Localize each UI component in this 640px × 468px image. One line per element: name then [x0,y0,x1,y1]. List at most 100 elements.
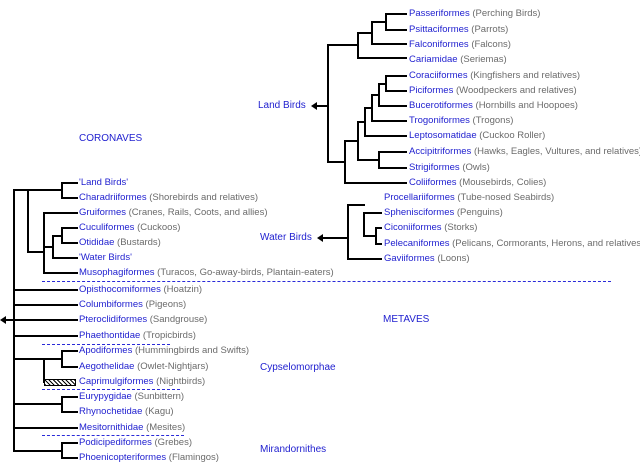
common-name: (Perching Birds) [472,8,541,19]
land-taxon-row: Coraciiformes (Kingfishers and relatives… [409,70,580,82]
taxon-name: Musophagiformes [79,267,155,278]
taxon-name: Cuculiformes [79,222,135,233]
common-name: (Cranes, Rails, Coots, and allies) [128,207,268,218]
taxon-row: Gruiformes (Cranes, Rails, Coots, and al… [79,207,267,219]
land-taxon-row: Coliiformes (Mousebirds, Colies) [409,177,546,189]
taxon-name: 'Water Birds' [79,252,132,263]
taxon-row: Apodiformes (Hummingbirds and Swifts) [79,345,249,357]
taxon-name: Pelecaniformes [384,238,450,249]
common-name: (Turacos, Go-away-birds, Plantain-eaters… [157,267,334,278]
taxon-name: Leptosomatidae [409,130,477,141]
taxon-name: Falconiformes [409,39,469,50]
taxon-name: Piciformes [409,85,454,96]
taxon-name: Psittaciformes [409,24,469,35]
common-name: (Mousebirds, Colies) [459,177,547,188]
common-name: (Storks) [444,222,478,233]
land-taxon-row: Passeriformes (Perching Birds) [409,8,540,20]
cypselomorphae-label: Cypselomorphae [260,362,336,373]
taxon-name: 'Land Birds' [79,177,129,188]
taxon-row: Musophagiformes (Turacos, Go-away-birds,… [79,267,334,279]
taxon-name: Charadriiformes [79,192,147,203]
common-name: (Kagu) [145,406,174,417]
taxon-row: 'Land Birds' [79,177,128,189]
taxon-name: Phoenicopteriformes [79,452,167,463]
mirandornithes-divider [42,435,184,436]
common-name: (Owlet-Nightjars) [137,361,209,372]
taxon-name: Eurypygidae [79,391,132,402]
taxon-name: Strigiformes [409,162,460,173]
land-birds-group-label: Land Birds [258,100,306,111]
taxon-name: Passeriformes [409,8,470,19]
common-name: (Cuckoos) [137,222,181,233]
taxon-name: Coliiformes [409,177,457,188]
taxon-name: Gaviiformes [384,253,435,264]
common-name: (Trogons) [472,115,514,126]
common-name: (Penguins) [456,207,503,218]
taxon-row: Podicipediformes (Grebes) [79,437,192,449]
common-name: (Hornbills and Hoopoes) [475,100,578,111]
land-taxon-row: Psittaciformes (Parrots) [409,24,508,36]
mirandornithes-label: Mirandornithes [260,444,327,455]
hatched-branch [44,379,76,386]
common-name: (Hawks, Eagles, Vultures, and relatives) [473,146,640,157]
taxon-name: Phaethontidae [79,330,141,341]
taxon-row: Pteroclidiformes (Sandgrouse) [79,314,207,326]
land-taxon-row: Leptosomatidae (Cuckoo Roller) [409,130,545,142]
taxon-row: Mesitornithidae (Mesites) [79,422,185,434]
taxon-name: Pteroclidiformes [79,314,148,325]
land-taxon-row: Piciformes (Woodpeckers and relatives) [409,85,577,97]
taxon-name: Ciconiiformes [384,222,442,233]
taxon-name: Cariamidae [409,54,458,65]
coronaves-label: CORONAVES [79,133,143,144]
common-name: (Bustards) [117,237,161,248]
cypselomorphae-end-divider [42,389,180,390]
common-name: (Loons) [437,253,470,264]
taxon-name: Aegothelidae [79,361,135,372]
taxon-row: Columbiformes (Pigeons) [79,299,186,311]
taxon-name: Accipitriformes [409,146,472,157]
taxon-name: Procellariiformes [384,192,455,203]
taxon-name: Otididae [79,237,115,248]
common-name: (Shorebirds and relatives) [149,192,258,203]
common-name: (Pigeons) [145,299,187,310]
metaves-divider [42,281,611,282]
common-name: (Hummingbirds and Swifts) [134,345,250,356]
land-taxon-row: Trogoniformes (Trogons) [409,115,513,127]
common-name: (Sandgrouse) [149,314,208,325]
land-taxon-row: Cariamidae (Seriemas) [409,54,507,66]
taxon-name: Trogoniformes [409,115,470,126]
water-taxon-row: Gaviiformes (Loons) [384,253,470,265]
common-name: (Owls) [462,162,490,173]
taxon-name: Coraciiformes [409,70,468,81]
taxon-name: Caprimulgiformes [79,376,154,387]
common-name: (Cuckoo Roller) [479,130,546,141]
taxon-name: Bucerotiformes [409,100,473,111]
metaves-label: METAVES [383,314,430,325]
taxon-name: Opisthocomiformes [79,284,161,295]
taxon-row: Eurypygidae (Sunbittern) [79,391,184,403]
taxon-row: Opisthocomiformes (Hoatzin) [79,284,202,296]
taxon-row: Phoenicopteriformes (Flamingos) [79,452,219,464]
taxon-row: Otididae (Bustards) [79,237,161,249]
land-birds-arrow-icon [311,102,317,110]
water-birds-group-label: Water Birds [260,232,312,243]
taxon-row: Aegothelidae (Owlet-Nightjars) [79,361,208,373]
water-birds-arrow-icon [317,234,323,242]
common-name: (Pelicans, Cormorants, Herons, and relat… [452,238,640,249]
common-name: (Hoatzin) [163,284,203,295]
common-name: (Woodpeckers and relatives) [455,85,577,96]
taxon-name: Sphenisciformes [384,207,455,218]
land-taxon-row: Bucerotiformes (Hornbills and Hoopoes) [409,100,578,112]
common-name: (Seriemas) [460,54,507,65]
common-name: (Tropicbirds) [142,330,196,341]
common-name: (Falcons) [471,39,511,50]
land-taxon-row: Strigiformes (Owls) [409,162,490,174]
taxon-row: 'Water Birds' [79,252,132,264]
common-name: (Kingfishers and relatives) [470,70,581,81]
common-name: (Flamingos) [168,452,219,463]
taxon-name: Columbiformes [79,299,143,310]
common-name: (Sunbittern) [134,391,185,402]
taxon-row: Rhynochetidae (Kagu) [79,406,174,418]
land-taxon-row: Falconiformes (Falcons) [409,39,511,51]
